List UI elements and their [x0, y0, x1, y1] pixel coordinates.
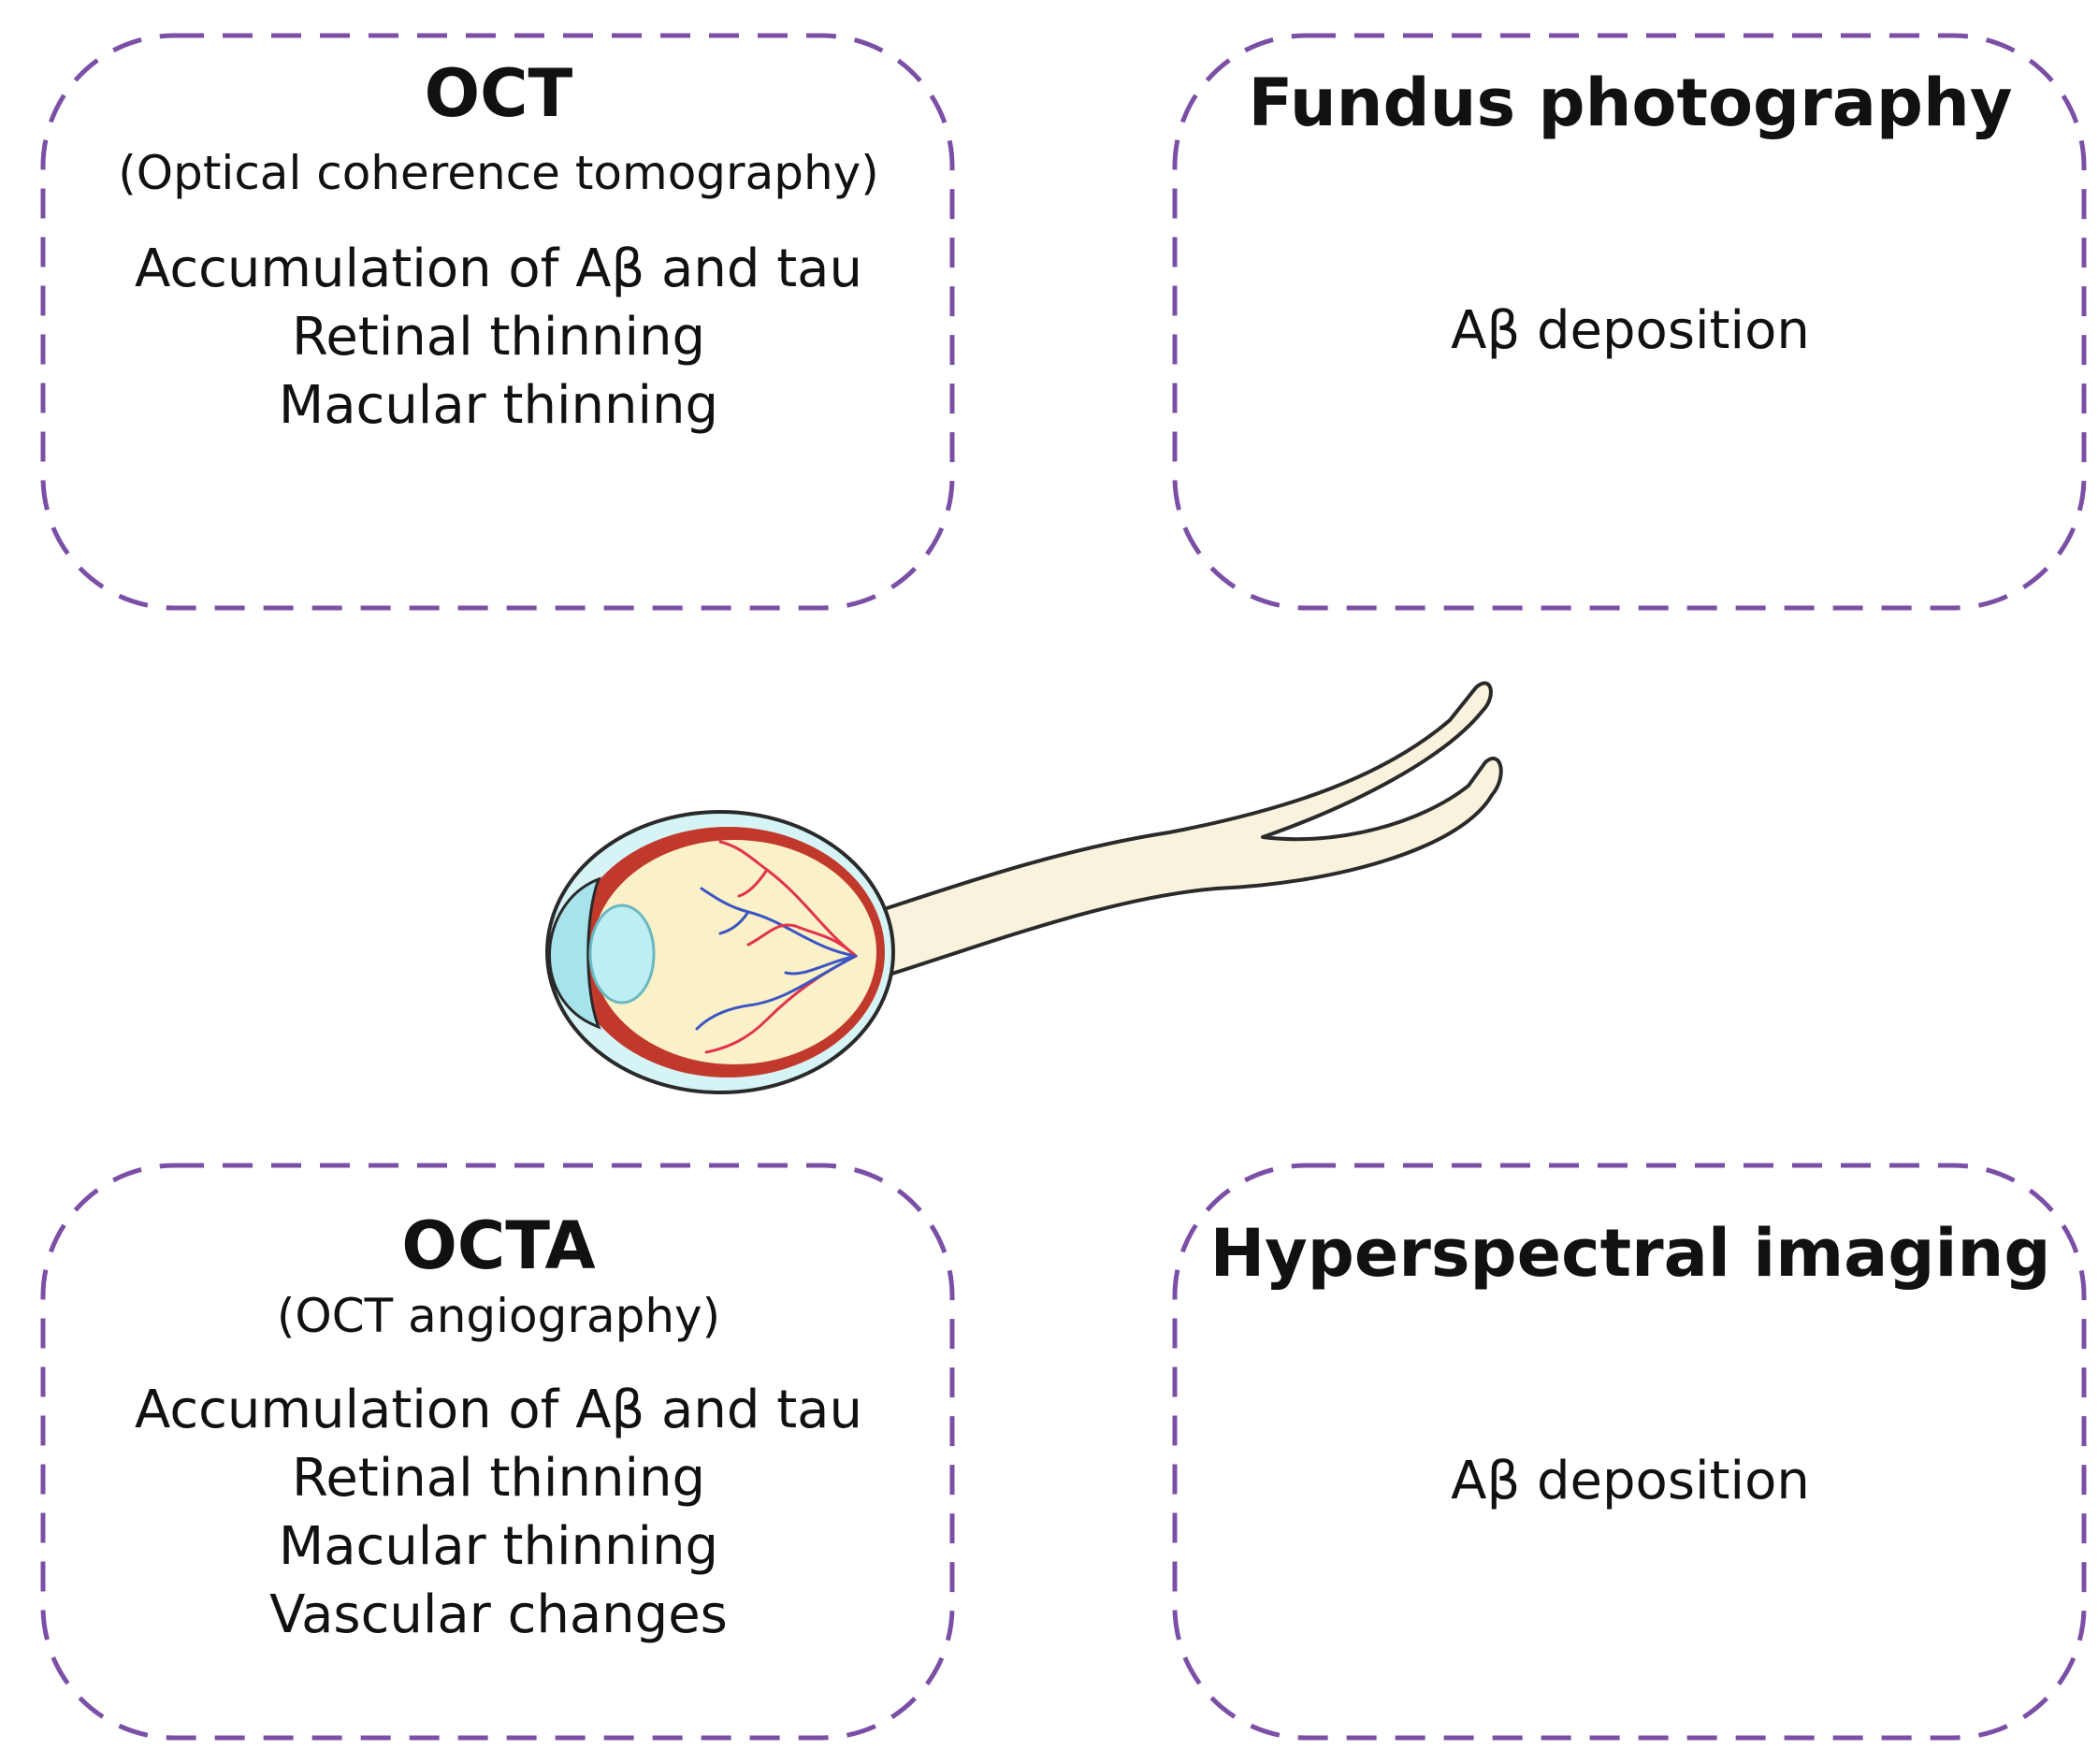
octa-panel: OCTA (OCT angiography) Accumulation of A… — [45, 1208, 952, 1649]
oct-panel: OCT (Optical coherence tomography) Accum… — [45, 56, 952, 440]
list-item: Macular thinning — [278, 374, 719, 436]
fundus-panel: Fundus photography Aβ deposition — [1177, 65, 2084, 365]
sclera — [545, 810, 895, 1094]
vitreous — [592, 840, 876, 1064]
list-item: Retinal thinning — [291, 306, 706, 368]
optic-nerve — [845, 681, 1503, 984]
list-item: Accumulation of Aβ and tau — [135, 1379, 862, 1440]
list-item: Macular thinning — [278, 1515, 719, 1577]
panel-subtitle: (Optical coherence tomography) — [118, 145, 879, 200]
eye-icon — [545, 681, 1503, 1094]
retinal-vessels — [695, 840, 858, 1054]
panel-title: Fundus photography — [1248, 65, 2013, 141]
panel-title: OCT — [424, 55, 573, 132]
choroid — [571, 827, 885, 1077]
list-item: Aβ deposition — [1451, 299, 1810, 361]
panel-title: Hyperspectral imaging — [1209, 1215, 2051, 1292]
cornea — [548, 876, 601, 1030]
finding-list: Accumulation of Aβ and tau Retinal thinn… — [45, 235, 952, 440]
finding-list: Aβ deposition — [1177, 1447, 2084, 1515]
finding-list: Aβ deposition — [1177, 296, 2084, 365]
panel-title: OCTA — [401, 1207, 596, 1284]
list-item: Aβ deposition — [1451, 1450, 1810, 1511]
hyper-panel: Hyperspectral imaging Aβ deposition — [1177, 1216, 2084, 1515]
finding-list: Accumulation of Aβ and tau Retinal thinn… — [45, 1376, 952, 1649]
list-item: Accumulation of Aβ and tau — [135, 238, 862, 299]
list-item: Retinal thinning — [291, 1447, 706, 1509]
lens — [588, 904, 656, 1005]
panel-subtitle: (OCT angiography) — [276, 1288, 721, 1343]
list-item: Vascular changes — [269, 1583, 728, 1645]
